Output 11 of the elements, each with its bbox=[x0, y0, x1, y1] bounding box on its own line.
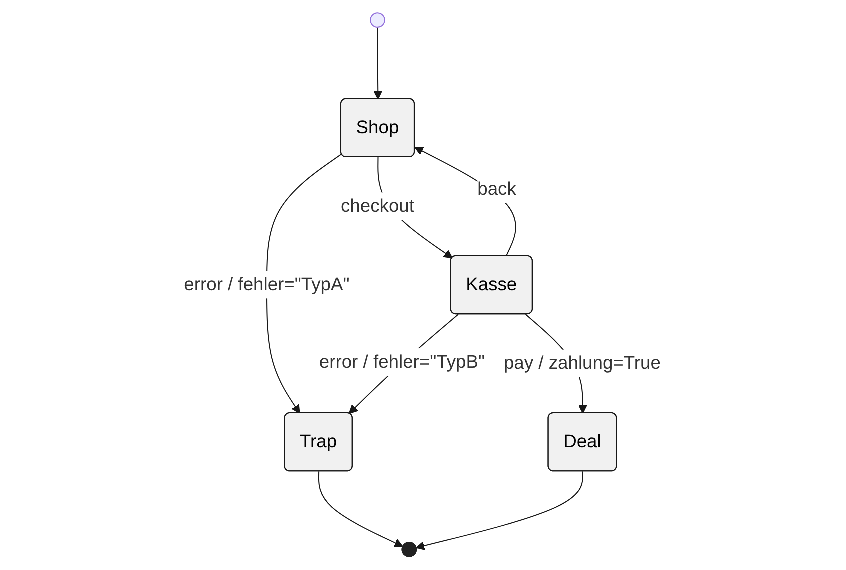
edge-label: back bbox=[478, 178, 517, 200]
edge-label: checkout bbox=[341, 196, 415, 216]
arrow bbox=[415, 146, 517, 257]
arrow bbox=[374, 27, 384, 100]
edge-label: error / fehler="TypA" bbox=[184, 274, 350, 295]
node-circle bbox=[370, 12, 386, 28]
edge-label: error / fehler="TypB" bbox=[320, 352, 486, 372]
edge-label: pay / zahlung=True bbox=[504, 352, 662, 374]
arrow bbox=[318, 472, 404, 548]
arrow bbox=[416, 472, 584, 550]
arrow bbox=[266, 154, 343, 414]
